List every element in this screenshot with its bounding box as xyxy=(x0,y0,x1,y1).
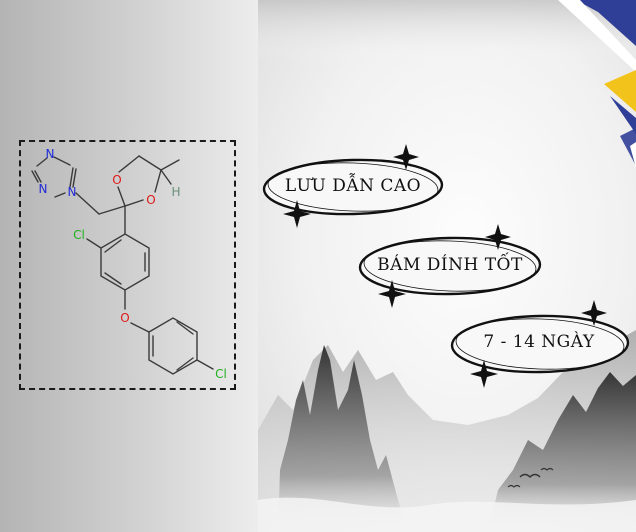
corner-stripes-decoration xyxy=(558,0,636,168)
callout-ellipse-frame xyxy=(358,224,542,308)
callout-label: 7 - 14 NGÀY xyxy=(483,332,595,352)
callout-label: BÁM DÍNH TỐT xyxy=(377,255,523,275)
dioxolane-bond xyxy=(138,155,162,171)
atom-label-n: N xyxy=(46,147,55,161)
aromatic-bond xyxy=(176,321,194,335)
atom-label-o: O xyxy=(112,173,121,187)
sparkle-star-icon xyxy=(581,300,607,326)
aromatic-bond xyxy=(104,239,122,253)
sparkle-star-icon xyxy=(393,144,419,170)
bond xyxy=(160,169,172,185)
callout-conduction: LƯU DẪN CAO xyxy=(258,144,448,230)
atom-label-h: H xyxy=(171,185,180,199)
left-panel xyxy=(0,0,258,532)
atom-label-o: O xyxy=(146,193,155,207)
aromatic-bond xyxy=(176,357,194,371)
benzene-ring xyxy=(100,233,150,291)
dioxolane-bond xyxy=(124,199,144,207)
atom-label-cl: Cl xyxy=(215,367,227,381)
bond xyxy=(75,192,100,215)
molecule-structure-diagram: N N N O O H Cl O Cl xyxy=(31,147,227,381)
sparkle-star-icon xyxy=(283,200,311,228)
dioxolane-bond xyxy=(117,186,126,207)
sparkle-star-icon xyxy=(485,224,511,250)
atom-label-n: N xyxy=(68,185,77,199)
triazole-bond xyxy=(53,156,71,166)
triazole-bond xyxy=(36,157,48,167)
bird-icon xyxy=(540,467,554,471)
callout-adhesion: BÁM DÍNH TỐT xyxy=(354,224,546,310)
bond xyxy=(196,359,214,370)
near-mountains-left xyxy=(278,345,408,532)
mist-bottom xyxy=(258,497,636,532)
atom-label-n: N xyxy=(39,182,48,196)
triazole-bond xyxy=(34,170,42,183)
bird-icon xyxy=(507,484,521,488)
aromatic-bond xyxy=(104,272,122,285)
benzene-ring xyxy=(148,317,198,375)
ink-landscape-illustration xyxy=(258,0,636,532)
near-mountains-right xyxy=(488,372,636,532)
dioxolane-bond xyxy=(118,155,140,173)
sparkle-star-icon xyxy=(470,360,498,388)
callout-ellipse-frame xyxy=(450,300,630,388)
atom-label-o: O xyxy=(120,311,129,325)
bird-icon xyxy=(519,473,541,478)
triazole-bond xyxy=(69,167,74,188)
molecule-structure-frame: N N N O O H Cl O Cl xyxy=(19,140,236,390)
bond xyxy=(130,322,150,333)
sparkle-star-icon xyxy=(378,280,406,308)
mist-top xyxy=(258,0,636,66)
methyl-bond xyxy=(160,159,180,171)
bond xyxy=(98,205,126,215)
triazole-bond xyxy=(72,168,77,188)
callout-duration: 7 - 14 NGÀY xyxy=(446,300,632,390)
callout-ellipse-frame xyxy=(262,144,444,228)
atom-label-cl: Cl xyxy=(73,228,85,242)
bond xyxy=(86,238,102,249)
dioxolane-bond xyxy=(154,169,162,193)
triazole-bond xyxy=(31,170,39,183)
triazole-bond xyxy=(54,192,66,198)
callout-label: LƯU DẪN CAO xyxy=(284,176,422,196)
